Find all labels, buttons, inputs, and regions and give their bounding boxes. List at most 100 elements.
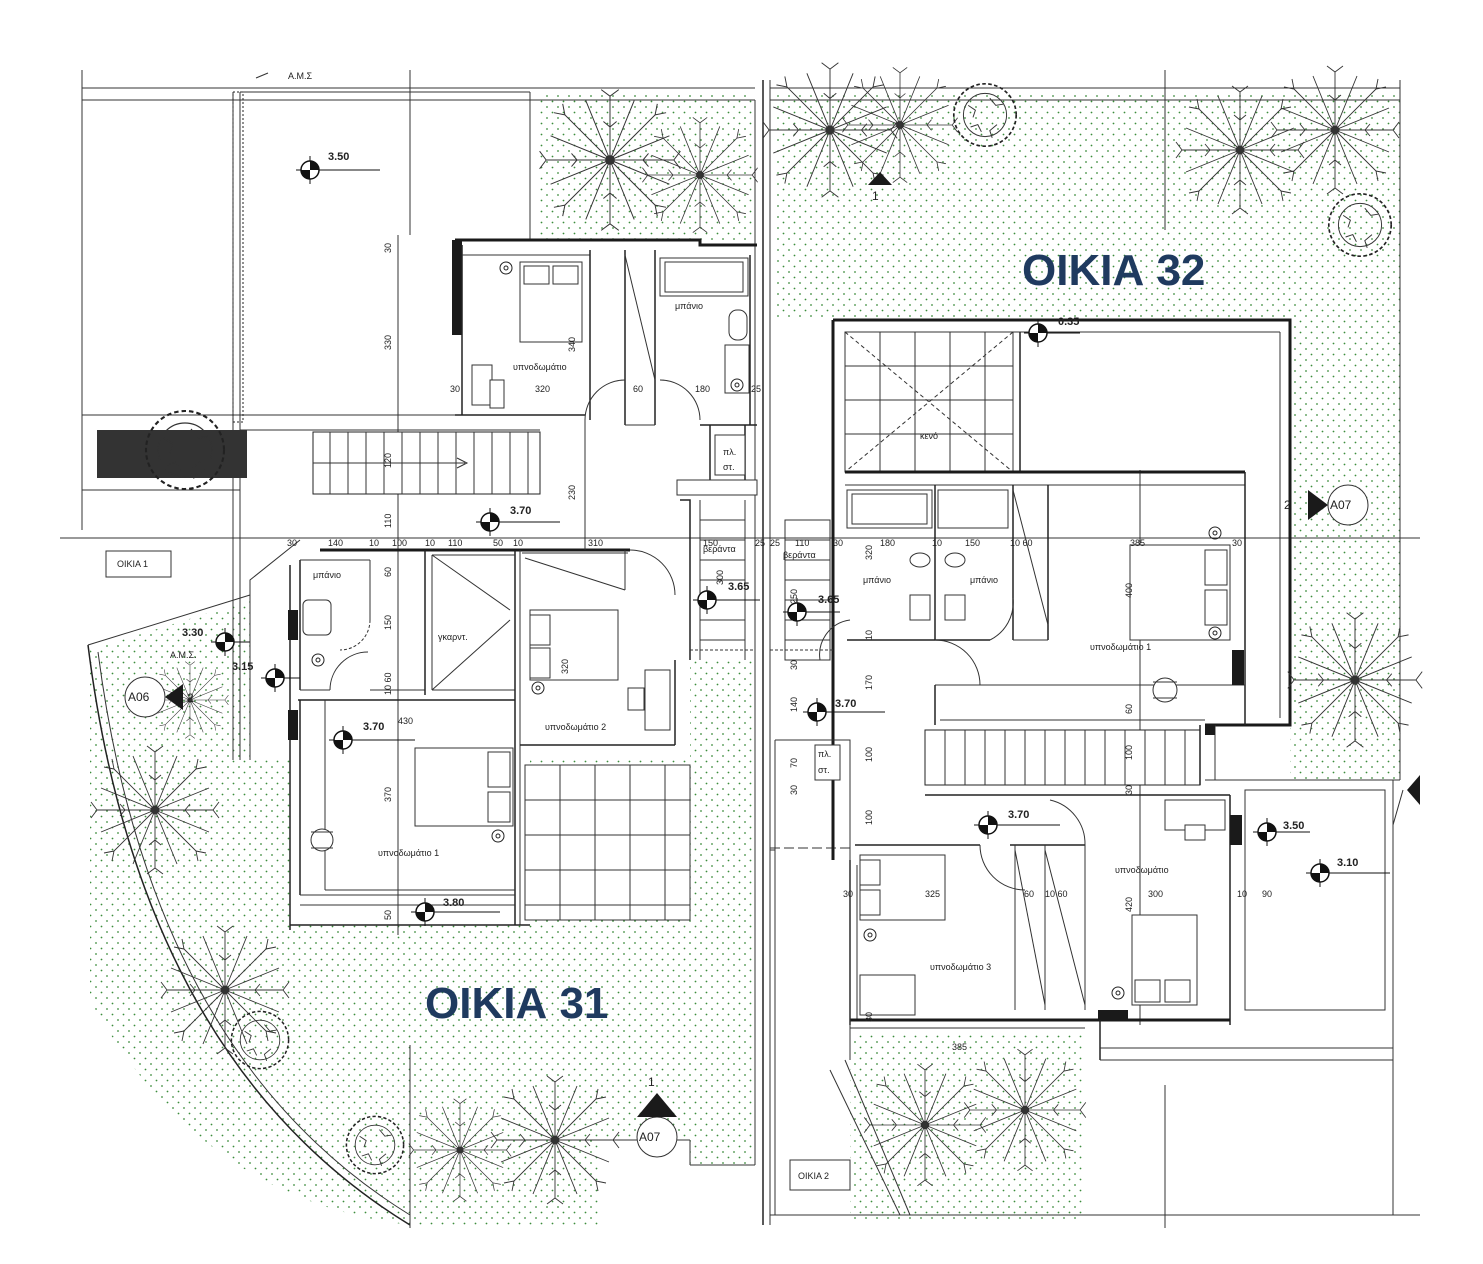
- level-label: 3.50: [1283, 820, 1304, 832]
- room-label: πλ.: [818, 749, 831, 759]
- level-label: 3.65: [818, 594, 839, 606]
- level-label: 3.70: [510, 505, 531, 517]
- room-label: στ.: [723, 462, 735, 472]
- section-labels: Α.Μ.Σ Α.Μ.Σ. Α06 Α07 Α07 1 1 2 2: [128, 71, 1352, 1144]
- level-symbols: [211, 156, 1390, 926]
- dim: 70: [789, 758, 799, 768]
- dimension-labels: 30 320 60 180 25 30 140 10 100 10 110 50…: [287, 243, 1272, 1052]
- dim: 50: [383, 910, 393, 920]
- dim: 140: [328, 538, 343, 548]
- house-32-title: ΟΙΚΙΑ 32: [1022, 246, 1205, 295]
- dim: 10: [1237, 889, 1247, 899]
- dim: 170: [864, 675, 874, 690]
- level-label: 3.50: [328, 151, 349, 163]
- dim: 100: [864, 810, 874, 825]
- section-number: 2: [187, 691, 194, 705]
- section-markers: [124, 72, 1420, 1158]
- level-label: 3.70: [363, 721, 384, 733]
- dim: 10: [369, 538, 379, 548]
- dim: 100: [1124, 745, 1134, 760]
- dim: 10: [864, 630, 874, 640]
- room-label: βεράντα: [703, 544, 736, 554]
- room-label: υπνοδωμάτιο: [1115, 865, 1169, 875]
- room-label: μπάνιο: [863, 575, 891, 585]
- dim: 250: [789, 589, 799, 604]
- dim: 110: [383, 514, 393, 528]
- dim: 30: [789, 785, 799, 795]
- dim: 30: [864, 1012, 874, 1022]
- house-titles: ΟΙΚΙΑ 31 ΟΙΚΙΑ 32 ΟΙΚΙΑ 1 ΟΙΚΙΑ 2: [117, 246, 1205, 1181]
- level-labels: 3.50 3.70 3.65 3.65 3.30 3.15 3.70 3.80 …: [182, 151, 1358, 909]
- dim: 150: [383, 615, 393, 630]
- house-31-stairs: [312, 431, 541, 495]
- room-label: πλ.: [723, 447, 736, 457]
- dim: 60: [1124, 704, 1134, 714]
- dim: 10 60: [1045, 889, 1068, 899]
- room-label: μπάνιο: [970, 575, 998, 585]
- dim: 140: [789, 697, 799, 712]
- dim: 420: [1124, 897, 1134, 912]
- section-ref: Α07: [1330, 498, 1352, 512]
- house-32-walls: [770, 318, 1400, 1216]
- dim: 180: [695, 384, 710, 394]
- dim: 230: [567, 485, 577, 500]
- dim: 30: [450, 384, 460, 394]
- dim: 370: [383, 787, 393, 802]
- level-marker-icon: [974, 811, 1060, 839]
- dim: 150: [703, 538, 718, 548]
- dim: 320: [535, 384, 550, 394]
- dim: 30: [1124, 785, 1134, 795]
- dim: 25: [755, 538, 765, 548]
- dim: 30: [789, 660, 799, 670]
- level-marker-icon: [783, 598, 840, 626]
- house-31-walls: [240, 238, 758, 930]
- level-label: 3.10: [1337, 857, 1358, 869]
- dim: 300: [715, 570, 725, 585]
- dim: 340: [567, 337, 577, 352]
- level-marker-icon: [261, 664, 300, 692]
- dim: 10 60: [1010, 538, 1033, 548]
- level-label: 3.70: [1008, 809, 1029, 821]
- level-marker-icon: [1024, 319, 1080, 347]
- level-marker-icon: [803, 698, 885, 726]
- dim: 10: [513, 538, 523, 548]
- section-ref: Α06: [128, 690, 150, 704]
- room-label: κενό: [920, 431, 938, 441]
- dim: 100: [392, 538, 407, 548]
- level-label: 3.70: [835, 698, 856, 710]
- room-label: υπνοδωμάτιο: [513, 362, 567, 372]
- room-label: στ.: [818, 765, 830, 775]
- dim: 430: [398, 716, 413, 726]
- house-32-furniture: [859, 489, 1231, 1016]
- room-label: υπνοδωμάτιο 1: [378, 848, 439, 858]
- dim: 60: [1024, 889, 1034, 899]
- room-label: υπνοδωμάτιο 3: [930, 962, 991, 972]
- level-marker-icon: [211, 628, 250, 656]
- dim: 385: [1130, 538, 1145, 548]
- dim: 60: [383, 567, 393, 577]
- dim: 325: [925, 889, 940, 899]
- dim: 330: [383, 335, 393, 350]
- room-label: μπάνιο: [675, 301, 703, 311]
- level-label: 3.80: [443, 897, 464, 909]
- level-label: 3.65: [728, 581, 749, 593]
- section-number: 2: [1284, 498, 1291, 512]
- dim: 50: [493, 538, 503, 548]
- dim: 30: [833, 538, 843, 548]
- house-32-doors: [819, 597, 1086, 891]
- dim: 180: [880, 538, 895, 548]
- dim: 310: [588, 538, 603, 548]
- dim: 10: [425, 538, 435, 548]
- level-marker-icon: [1306, 859, 1390, 887]
- level-marker-icon: [1253, 818, 1310, 846]
- neighbor-label-left: ΟΙΚΙΑ 1: [117, 559, 148, 569]
- level-marker-icon: [411, 898, 500, 926]
- dim: 320: [864, 545, 874, 560]
- section-number: 1: [872, 189, 879, 203]
- level-marker-icon: [476, 508, 560, 536]
- dim: 320: [560, 659, 570, 674]
- dim: 30: [843, 889, 853, 899]
- level-label: 0.35: [1058, 316, 1079, 328]
- dim: 10 60: [383, 672, 393, 695]
